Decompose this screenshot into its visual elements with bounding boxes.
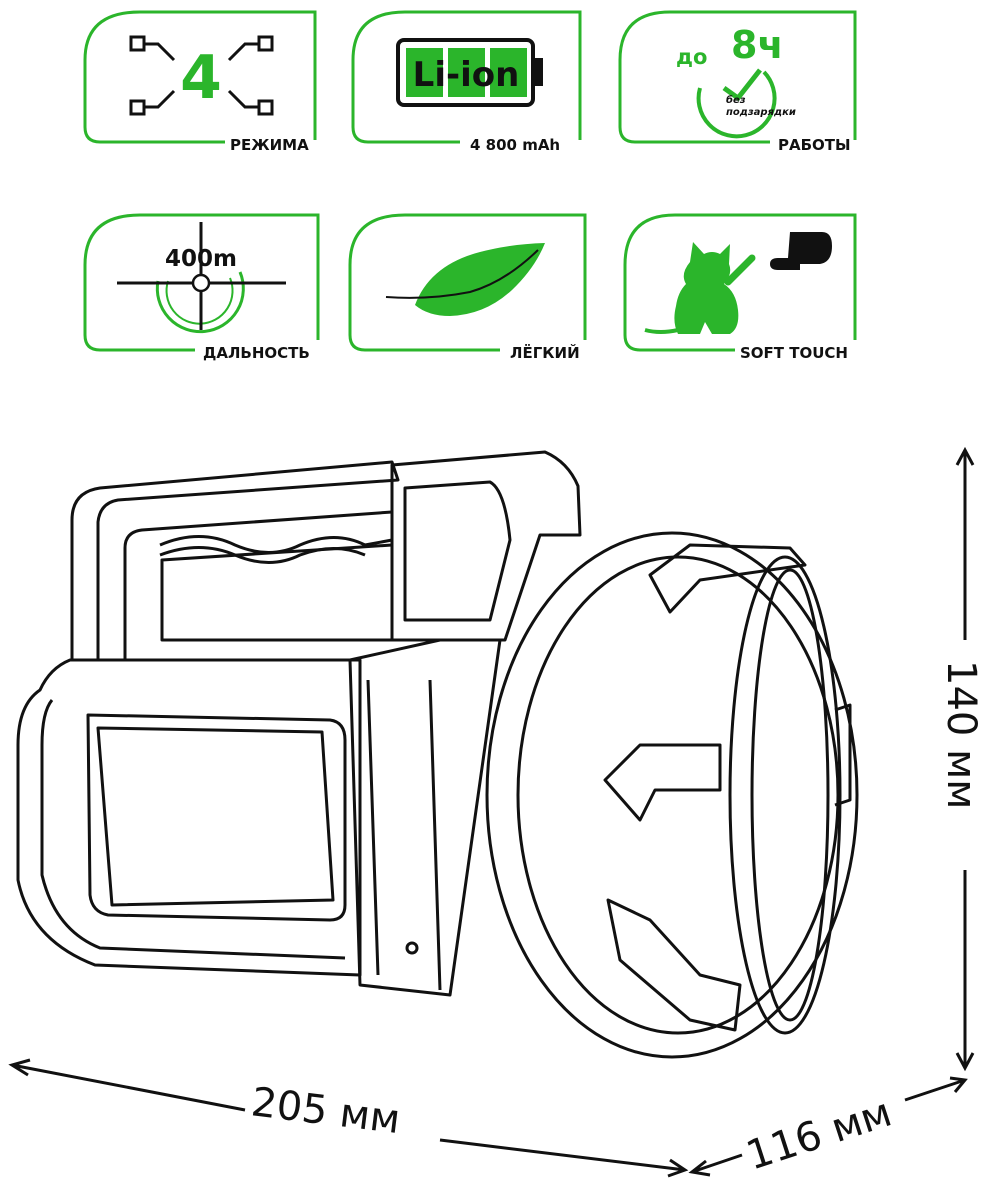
bumper-mid — [603, 743, 722, 822]
length-label: 205 мм — [249, 1079, 403, 1143]
range-value: 400m — [165, 246, 237, 272]
feature-battery: Li-ion 4 800 mAh — [351, 10, 582, 154]
battery-capacity: 4 800 mAh — [470, 136, 560, 154]
runtime-hours: 8ч — [731, 23, 784, 67]
battery-icon — [396, 38, 543, 107]
lens-ring — [728, 555, 842, 1035]
bumper-low — [606, 898, 742, 1032]
lightweight-label: ЛЁГКИЙ — [510, 343, 580, 362]
lens — [750, 568, 830, 1022]
feature-modes: 4 РЕЖИМА — [83, 10, 317, 154]
feature-lightweight: ЛЁГКИЙ — [348, 213, 587, 362]
dimension-height — [955, 446, 975, 1072]
tile-frame — [623, 213, 857, 352]
modes-icon — [129, 35, 274, 116]
runtime-label: РАБОТЫ — [778, 136, 851, 154]
runtime-prefix: до — [676, 45, 707, 69]
bumper-top — [648, 543, 807, 614]
head-switch — [834, 703, 852, 807]
handle-window — [160, 543, 394, 642]
modes-label: РЕЖИМА — [230, 136, 309, 154]
width-label: 116 мм — [741, 1090, 897, 1180]
feather-icon — [385, 243, 545, 316]
feature-soft-touch: SOFT TOUCH — [623, 213, 857, 362]
battery-type: Li-ion — [413, 55, 520, 95]
head-inner — [516, 555, 840, 1035]
handle-inner — [123, 510, 393, 660]
range-label: ДАЛЬНОСТЬ — [203, 344, 310, 362]
cat-hand-icon — [644, 232, 832, 334]
runtime-note-line2: подзарядки — [726, 107, 796, 118]
head-outer — [485, 531, 859, 1059]
neck-band-line — [366, 679, 442, 991]
body — [16, 658, 362, 977]
neck-band — [348, 638, 502, 997]
side-panel-inner — [96, 726, 335, 907]
tile-frame — [83, 213, 320, 352]
soft-touch-label: SOFT TOUCH — [740, 344, 848, 362]
charge-port — [405, 941, 419, 955]
tile-frame — [351, 10, 582, 144]
clock-icon — [696, 68, 777, 139]
feature-range: 400m ДАЛЬНОСТЬ — [83, 213, 320, 362]
tile-frame — [618, 10, 857, 144]
tile-frame — [83, 10, 317, 144]
height-label: 140 мм — [938, 660, 984, 809]
handle-collar — [390, 450, 582, 642]
feature-runtime: до 8ч без подзарядки РАБОТЫ — [618, 10, 857, 154]
side-panel — [86, 713, 347, 922]
dimension-length — [8, 1058, 689, 1178]
dimension-width — [688, 1076, 968, 1177]
flashlight-drawing — [16, 450, 859, 1059]
handle — [70, 460, 400, 660]
tile-frame — [348, 213, 587, 352]
body-inner — [40, 699, 346, 960]
crosshair-icon — [117, 222, 286, 334]
runtime-note-line1: без — [726, 94, 746, 106]
modes-count: 4 — [180, 43, 222, 113]
handle-collar-inner — [403, 480, 512, 622]
